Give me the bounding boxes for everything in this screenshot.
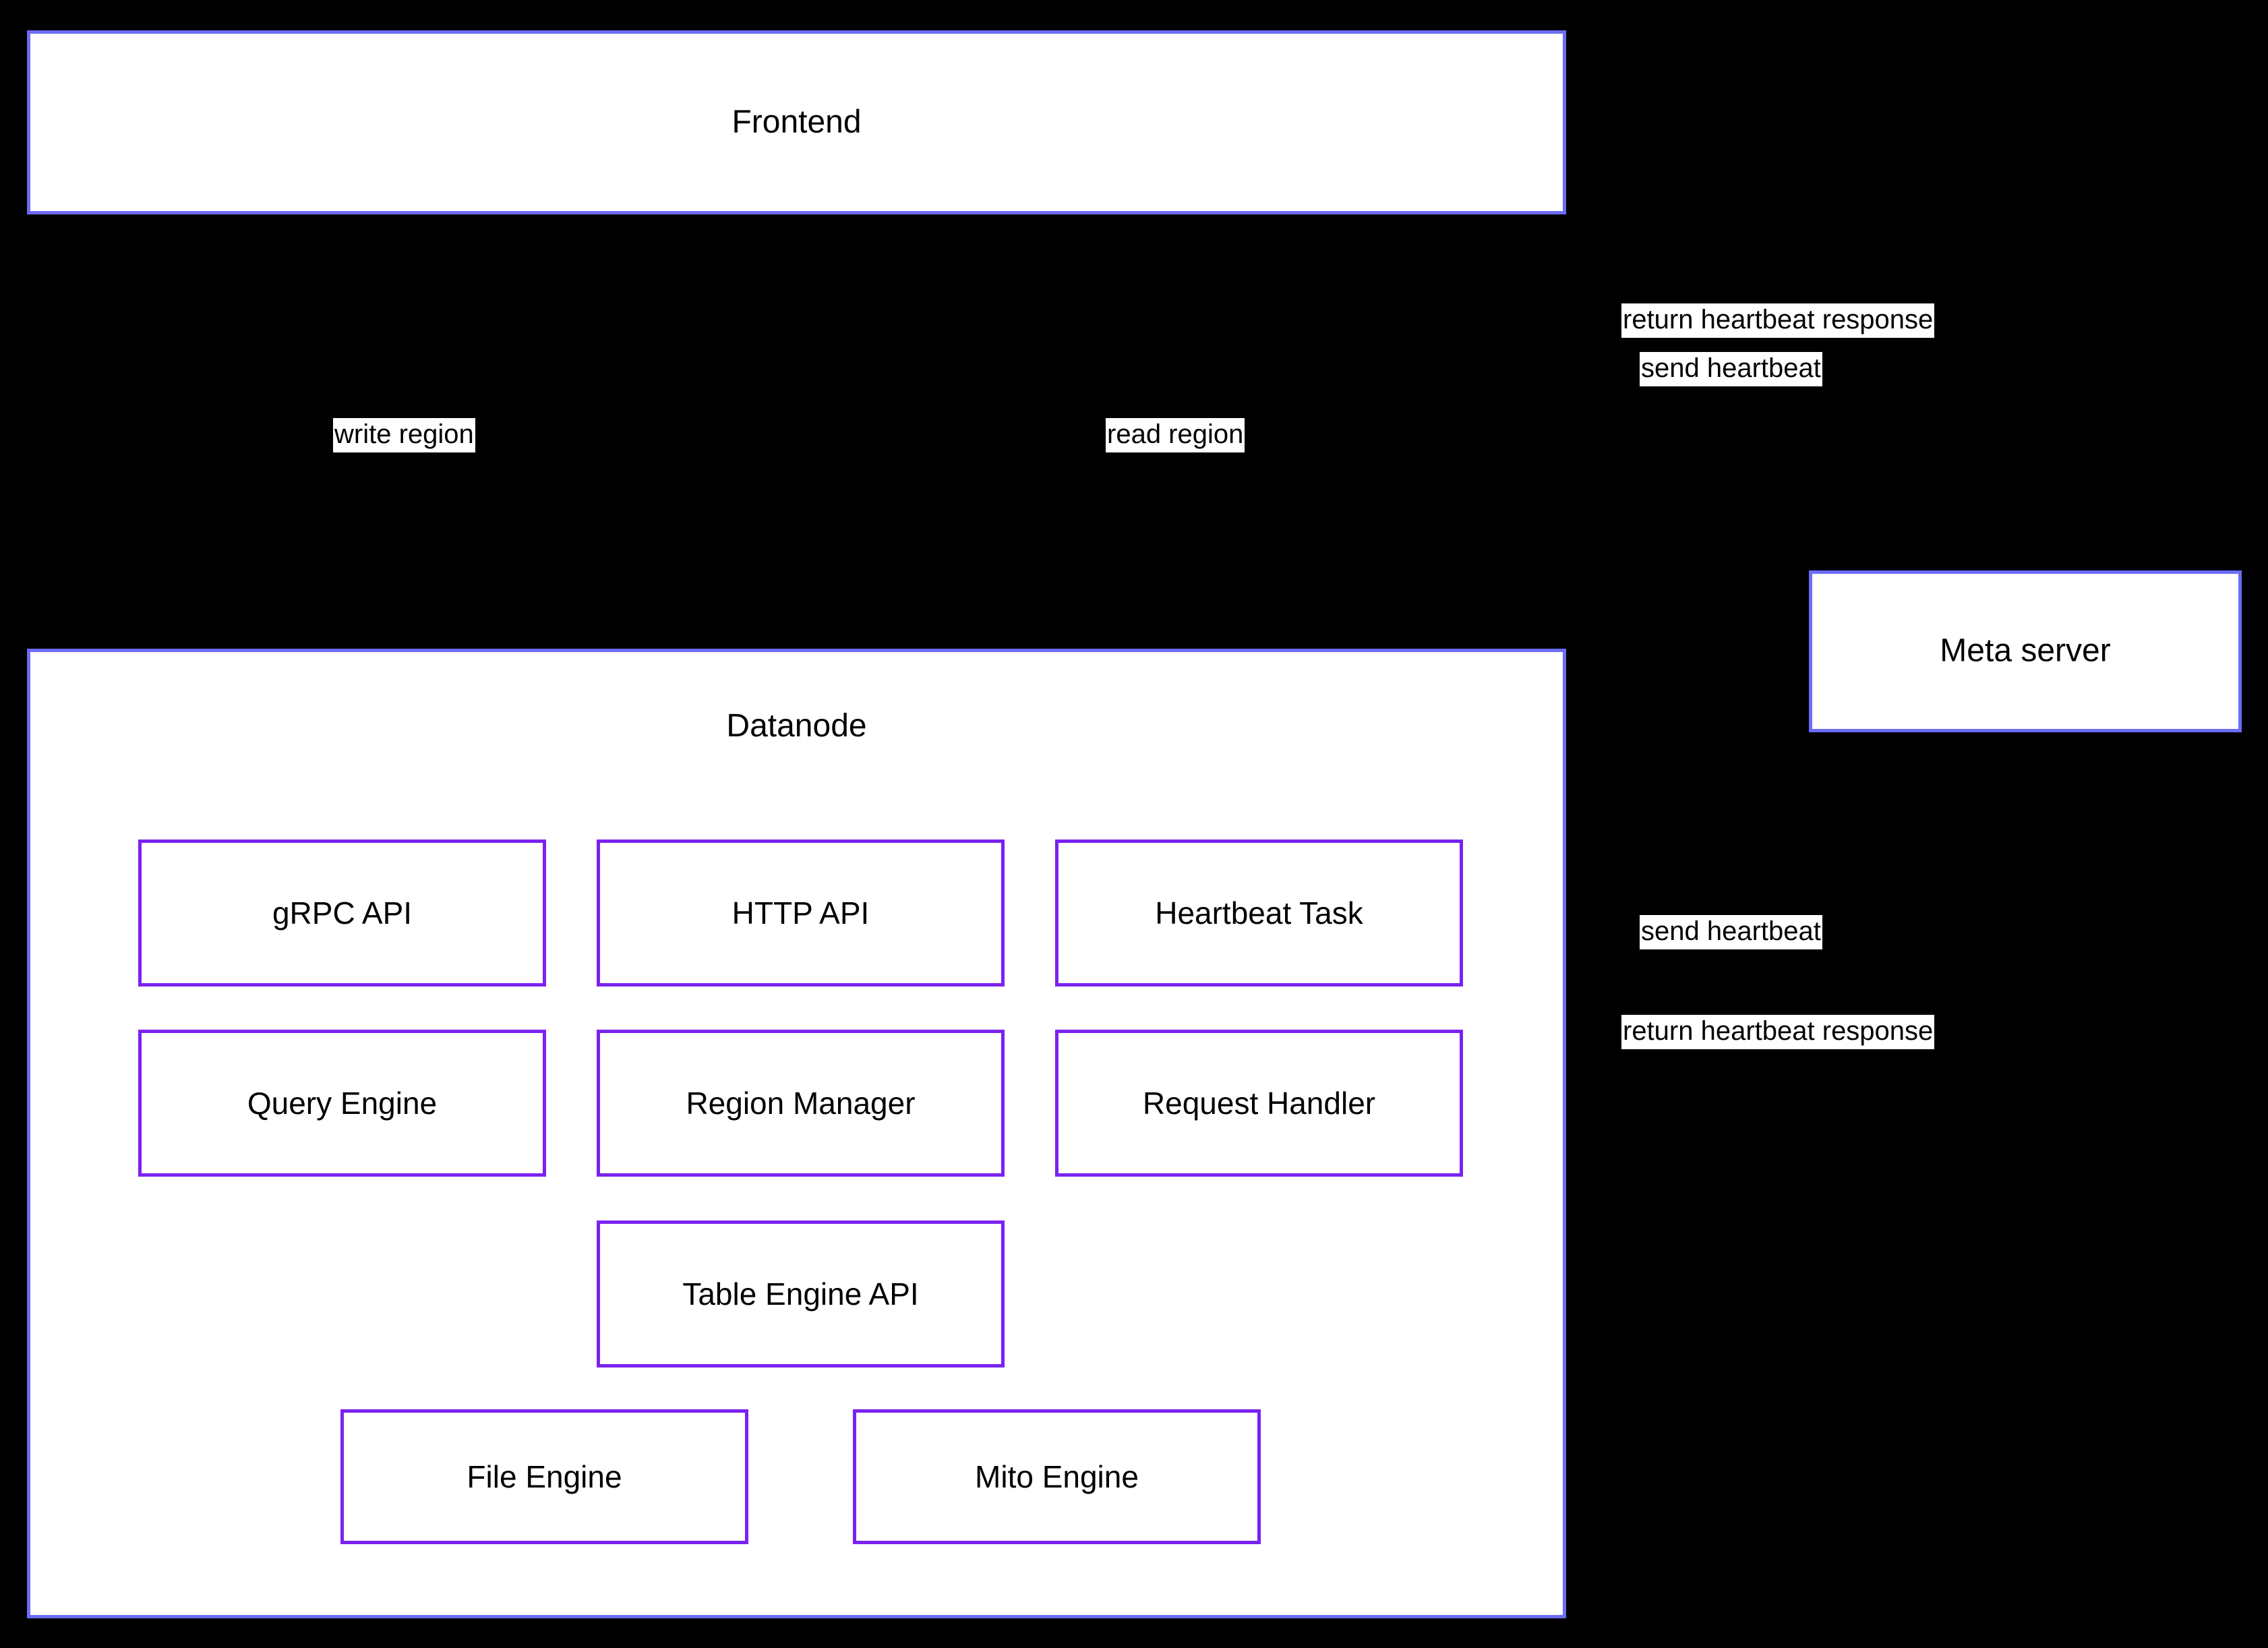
component-table-engine-api-label: Table Engine API [682, 1276, 919, 1312]
edge-label-read-region: read region [1106, 418, 1245, 452]
component-query-engine[interactable]: Query Engine [138, 1030, 546, 1177]
datanode-container[interactable]: Datanode gRPC API HTTP API Heartbeat Tas… [27, 649, 1566, 1618]
frontend-container[interactable]: Frontend [27, 30, 1566, 214]
component-http-api-label: HTTP API [732, 895, 870, 931]
meta-server-container[interactable]: Meta server [1809, 570, 2242, 732]
meta-server-title: Meta server [1940, 632, 2111, 669]
component-table-engine-api[interactable]: Table Engine API [597, 1220, 1005, 1367]
datanode-title: Datanode [726, 708, 867, 744]
component-file-engine-label: File Engine [467, 1459, 622, 1494]
component-mito-engine[interactable]: Mito Engine [853, 1409, 1261, 1544]
frontend-title: Frontend [732, 104, 862, 140]
component-mito-engine-label: Mito Engine [975, 1459, 1139, 1494]
component-http-api[interactable]: HTTP API [597, 840, 1005, 987]
component-region-manager[interactable]: Region Manager [597, 1030, 1005, 1177]
component-request-handler[interactable]: Request Handler [1055, 1030, 1463, 1177]
component-file-engine[interactable]: File Engine [340, 1409, 748, 1544]
edge-label-frontend-send-heartbeat: send heartbeat [1640, 352, 1822, 386]
component-query-engine-label: Query Engine [247, 1085, 438, 1121]
component-heartbeat-task[interactable]: Heartbeat Task [1055, 840, 1463, 987]
component-grpc-api[interactable]: gRPC API [138, 840, 546, 987]
edge-label-frontend-return-heartbeat-response: return heartbeat response [1621, 303, 1935, 338]
component-grpc-api-label: gRPC API [272, 895, 413, 931]
edge-label-datanode-send-heartbeat: send heartbeat [1640, 915, 1822, 949]
component-region-manager-label: Region Manager [686, 1085, 916, 1121]
component-request-handler-label: Request Handler [1142, 1085, 1376, 1121]
edge-label-write-region: write region [333, 418, 475, 452]
edge-label-datanode-return-heartbeat-response: return heartbeat response [1621, 1015, 1935, 1049]
component-heartbeat-task-label: Heartbeat Task [1155, 895, 1363, 931]
